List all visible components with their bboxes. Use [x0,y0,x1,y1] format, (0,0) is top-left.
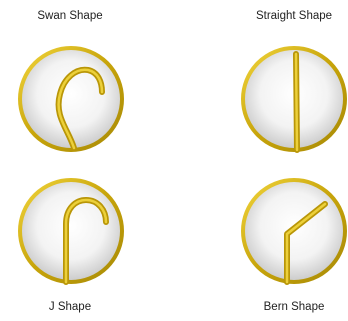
straight-shape-label: Straight Shape [224,10,348,22]
straight-shape-rod-icon [239,44,348,154]
straight-shape-circle [239,44,348,154]
bern-shape-rod-icon [239,176,348,286]
j-shape-label: J Shape [0,301,140,313]
j-shape-rod-icon [16,176,126,286]
swan-shape-rod-icon [16,44,126,154]
swan-shape-circle [16,44,126,154]
j-shape-circle [16,176,126,286]
bern-shape-label: Bern Shape [224,301,348,313]
bern-shape-circle [239,176,348,286]
swan-shape-label: Swan Shape [0,10,140,22]
